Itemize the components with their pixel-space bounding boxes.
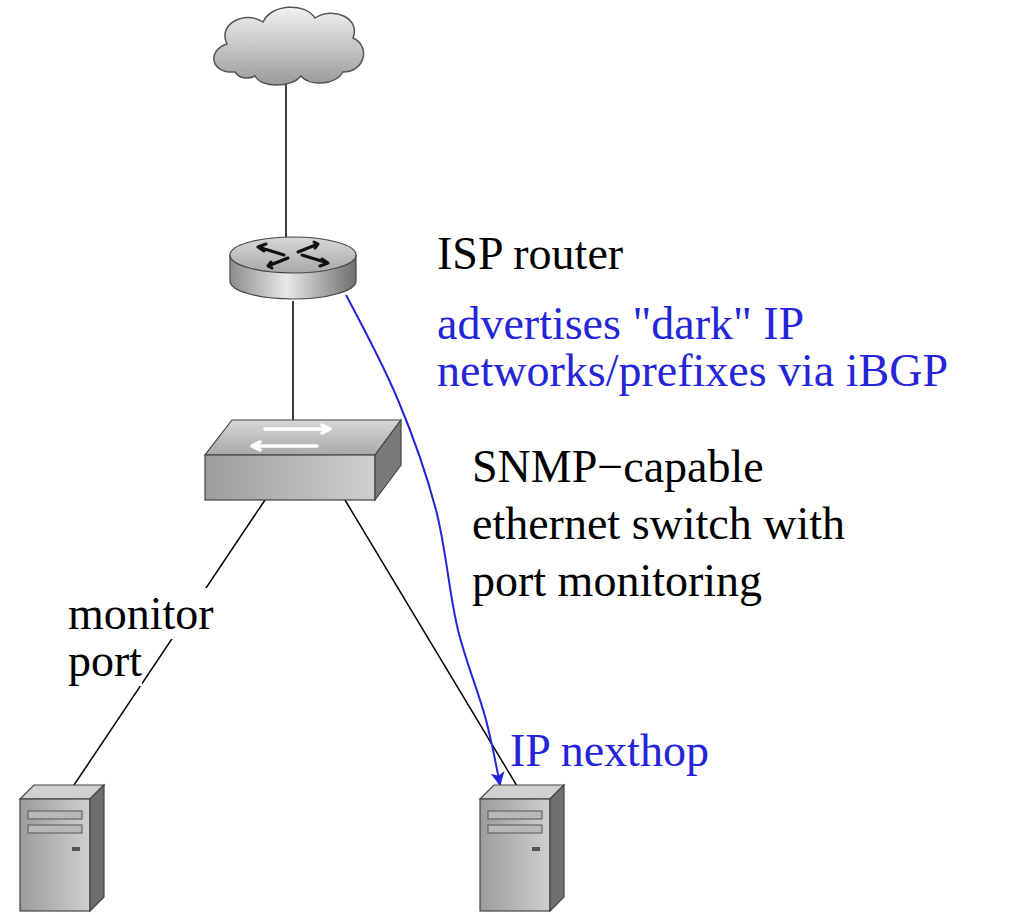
- node-heading: IP nexthop: [510, 727, 770, 774]
- route-annotation: advertises "dark" IP networks/prefixes v…: [437, 298, 948, 396]
- link-line: [292, 301, 294, 420]
- port-label: monitor port: [68, 588, 214, 686]
- link-line: [285, 84, 287, 237]
- router-node: ISP router: [228, 235, 358, 301]
- server-icon: [480, 785, 565, 911]
- server-node: [20, 785, 105, 911]
- server-node: IP nexthop: [480, 785, 565, 911]
- internet-cloud: [205, 2, 367, 86]
- cloud-icon: [205, 2, 367, 86]
- switch-node: SNMP−capable ethernet switch with port m…: [205, 420, 401, 500]
- node-heading: ISP router: [437, 230, 737, 277]
- switch-icon: [205, 420, 401, 500]
- router-icon: [228, 235, 358, 301]
- node-description: SNMP−capable ethernet switch with port m…: [472, 438, 857, 609]
- server-icon: [20, 785, 105, 911]
